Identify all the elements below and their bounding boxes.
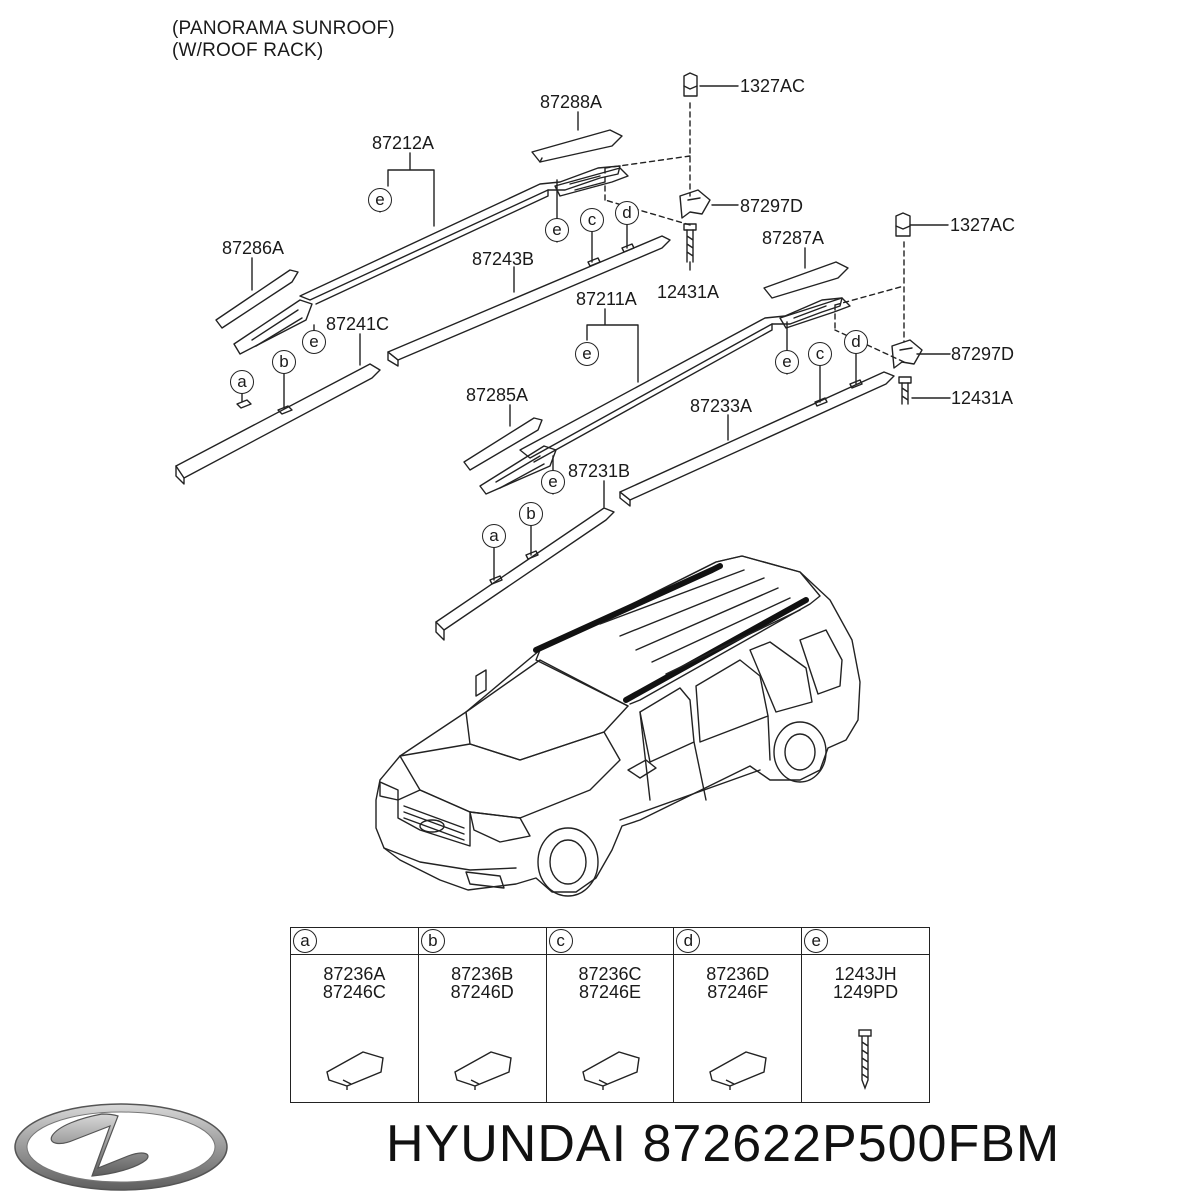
- nut-1327AC-mid: [895, 212, 911, 237]
- part-number: 872622P500FBM: [642, 1115, 1061, 1173]
- legend-part-number: 87236D: [706, 964, 770, 984]
- nut-1327AC-top: [683, 72, 698, 97]
- bolt-12431A-mid: [898, 376, 912, 405]
- legend-part-number: 1249PD: [833, 982, 899, 1002]
- moulding-87241C: [175, 363, 381, 485]
- legend-part-number: 1243JH: [834, 964, 897, 984]
- callout-b: b: [519, 502, 543, 526]
- legend-key-a: a: [293, 929, 317, 953]
- legend-part-number: 87236B: [451, 964, 514, 984]
- foot-front-upper: [554, 167, 629, 197]
- clip-87297D-top: [679, 189, 711, 219]
- label-87297D-top: 87297D: [740, 196, 804, 216]
- label-87285A: 87285A: [466, 385, 529, 405]
- legend-part-number: 87246E: [578, 982, 642, 1002]
- rail-87211A: [519, 297, 843, 463]
- legend-key-c: c: [548, 929, 573, 953]
- foot-front-lower: [779, 297, 851, 329]
- legend-table: a 87236A 87246C b 87236B 87246D c 87236C…: [290, 927, 930, 1103]
- cover-87287A: [763, 261, 849, 299]
- legend-part-number: 87246F: [707, 982, 769, 1002]
- callout-d: d: [844, 330, 868, 354]
- label-1327AC-top: 1327AC: [740, 76, 806, 96]
- callout-a: a: [230, 370, 254, 394]
- cap-icon: [326, 1051, 384, 1090]
- legend-part-number: 87246C: [322, 982, 386, 1002]
- diagram-heading-2: (W/ROOF RACK): [172, 40, 324, 61]
- legend-key-d: d: [676, 929, 701, 953]
- label-87287A: 87287A: [762, 228, 825, 248]
- foot-rear-upper: [233, 299, 313, 355]
- legend-column-b: b 87236B 87246D: [418, 928, 547, 1102]
- cap-icon: [453, 1051, 512, 1090]
- callout-e: e: [575, 342, 599, 366]
- legend-part-number: 87246D: [450, 982, 514, 1002]
- callout-e: e: [541, 470, 565, 494]
- legend-column-e: e 1243JH 1249PD: [802, 928, 929, 1102]
- cover-87285A: [463, 417, 543, 471]
- hyundai-logo-icon: [14, 1103, 228, 1191]
- callout-e: e: [545, 218, 569, 242]
- brand-name: HYUNDAI: [386, 1115, 628, 1173]
- legend-key-b: b: [420, 929, 445, 953]
- moulding-87233A: [619, 371, 895, 507]
- diagram-heading-1: (PANORAMA SUNROOF): [172, 18, 395, 39]
- legend-part-number: 87236A: [323, 964, 386, 984]
- bolt-12431A-top: [683, 223, 697, 263]
- label-87241C: 87241C: [326, 314, 390, 334]
- moulding-87231B: [435, 507, 615, 641]
- legend-column-a: a 87236A 87246C: [291, 928, 419, 1102]
- label-87233A: 87233A: [690, 396, 753, 416]
- legend-part-number: 87236C: [578, 964, 642, 984]
- cap-icon: [581, 1051, 640, 1090]
- callout-e: e: [302, 330, 326, 354]
- label-87286A: 87286A: [222, 238, 285, 258]
- label-87212A: 87212A: [372, 133, 435, 153]
- label-87231B: 87231B: [568, 461, 631, 481]
- moulding-87243B: [387, 235, 671, 367]
- rail-87212A: [299, 165, 621, 305]
- label-12431A-top: 12431A: [657, 282, 720, 302]
- legend-column-c: c 87236C 87246E: [546, 928, 675, 1102]
- cover-87286A: [215, 269, 299, 329]
- callout-c: c: [808, 342, 832, 366]
- label-87297D-mid: 87297D: [951, 344, 1015, 364]
- callout-d: d: [615, 201, 639, 225]
- screw-icon: [858, 1029, 872, 1090]
- clip-87297D-mid: [891, 339, 923, 369]
- cover-87288A: [531, 129, 623, 163]
- label-87288A: 87288A: [540, 92, 603, 112]
- callout-b: b: [272, 350, 296, 374]
- vehicle-illustration: [375, 555, 861, 897]
- callout-e: e: [775, 350, 799, 374]
- label-87211A: 87211A: [576, 289, 637, 309]
- label-12431A-mid: 12431A: [951, 388, 1014, 408]
- callout-c: c: [580, 208, 604, 232]
- legend-column-d: d 87236D 87246F: [674, 928, 803, 1102]
- legend-key-e: e: [804, 929, 829, 953]
- label-87243B: 87243B: [472, 249, 535, 269]
- callout-a: a: [482, 524, 506, 548]
- brand-part-caption: HYUNDAI 872622P500FBM: [386, 1114, 1060, 1174]
- foot-rear-lower: [479, 445, 557, 495]
- label-1327AC-mid: 1327AC: [950, 215, 1016, 235]
- cap-icon: [709, 1051, 768, 1090]
- callout-e: e: [368, 188, 392, 212]
